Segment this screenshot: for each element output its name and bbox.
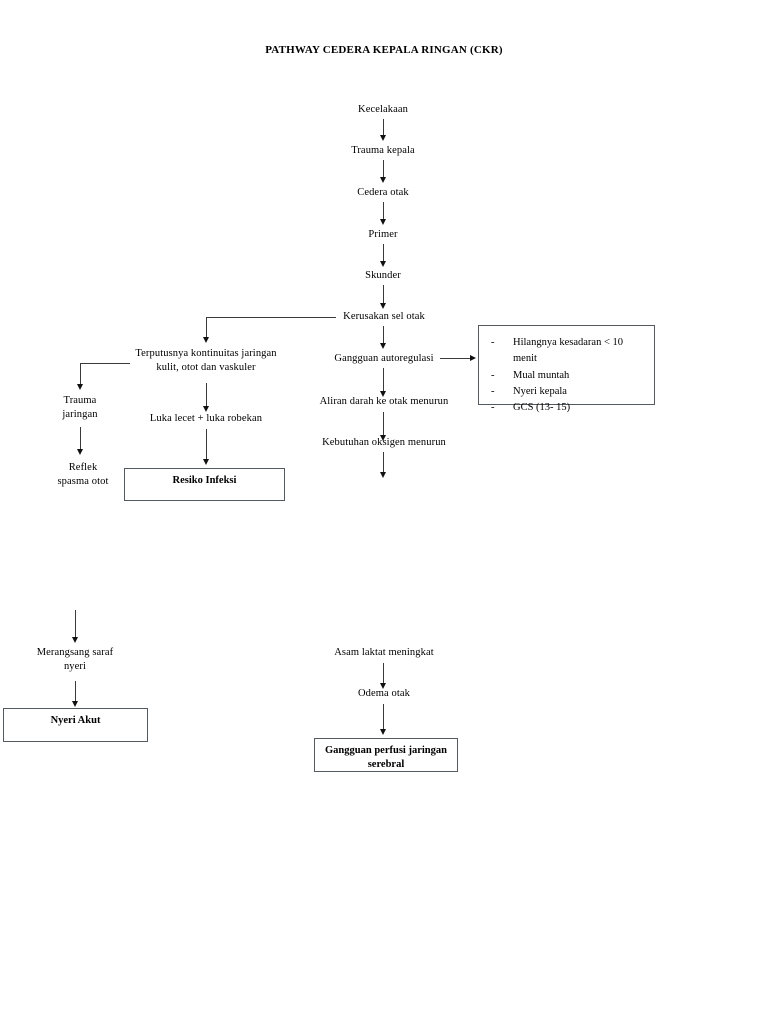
node-reflek-spasma-otot: Reflek spasma otot [57,462,109,488]
arrowhead-gangguan-perfusi [379,729,386,735]
arrowhead-odema-otak [379,683,386,689]
connector-terputusnya-trauma-horizontal [80,363,130,364]
symptom-item: - GCS (13- 15) [491,400,644,416]
symptom-item: - Mual muntah [491,368,644,384]
connector-merangsang-nyeri [75,681,76,703]
connector-cedera-primer [383,202,384,221]
outcome-box-gangguan-perfusi: Gangguan perfusi jaringan serebral [314,738,458,772]
connector-skunder-kerusakan [383,285,384,305]
arrowhead-luka-lecet [202,406,209,412]
symptom-text: Hilangnya kesadaran < 10 menit [513,337,624,365]
node-kebutuhan-oksigen: Kebutuhan oksigen menurun [322,437,446,448]
arrowhead-trauma-cedera [379,177,386,183]
arrowhead-resiko-infeksi [202,459,209,465]
node-merangsang-saraf: Merangsang saraf nyeri [36,647,114,673]
connector-trauma-reflek [80,427,81,451]
arrowhead-branch-terputusnya [202,337,209,343]
node-trauma-kepala: Trauma kepala [351,145,415,156]
connector-kecelakaan-trauma [383,119,384,137]
connector-luka-resiko [206,429,207,460]
connector-kerusakan-gangguan [383,326,384,345]
arrowhead-cedera-primer [379,219,386,225]
arrowhead-merangsang-saraf [71,637,78,643]
node-aliran-darah: Aliran darah ke otak menurun [319,396,449,407]
page-title: PATHWAY CEDERA KEPALA RINGAN (CKR) [265,44,503,56]
node-asam-laktat: Asam laktat meningkat [334,647,434,658]
node-kerusakan-sel-otak: Kerusakan sel otak [343,311,425,322]
arrowhead-skunder-kerusakan [379,303,386,309]
arrowhead-nyeri-akut [71,701,78,707]
symptom-text: Nyeri kepala [513,385,567,397]
arrowhead-gangguan-autoregulasi [379,343,386,349]
arrowhead-reflek-spasma [76,449,83,455]
node-trauma-jaringan: Trauma jaringan [62,395,98,421]
arrowhead-symptoms-box [470,354,476,361]
outcome-box-resiko-infeksi: Resiko Infeksi [124,468,285,501]
connector-terputusnya-trauma-down [80,363,81,386]
list-bullet: - [491,385,495,397]
node-luka-lecet: Luka lecet + luka robekan [149,413,263,424]
symptom-text: Mual muntah [513,369,570,381]
connector-stub-merangsang [75,610,76,638]
connector-kerusakan-branch-horizontal [206,317,336,318]
symptom-item: - Nyeri kepala [491,384,644,400]
outcome-label-resiko-infeksi: Resiko Infeksi [172,475,237,486]
outcome-box-nyeri-akut: Nyeri Akut [3,708,148,742]
arrowhead-primer-skunder [379,261,386,267]
node-skunder: Skunder [365,270,401,281]
connector-aliran-kebutuhan [383,412,384,437]
connector-odema-perfusi [383,704,384,731]
connector-kerusakan-branch-down [206,317,207,339]
node-cedera-otak: Cedera otak [357,187,409,198]
node-primer: Primer [368,229,398,240]
list-bullet: - [491,402,495,414]
arrowhead-kecelakaan-trauma [379,135,386,141]
node-kecelakaan: Kecelakaan [358,104,408,115]
connector-gangguan-symptoms [440,358,472,359]
connector-terputusnya-luka [206,383,207,408]
arrowhead-aliran-darah [379,391,386,397]
arrowhead-kebutuhan-oksigen [379,435,386,441]
node-gangguan-autoregulasi: Gangguan autoregulasi [334,353,434,364]
outcome-label-gangguan-perfusi: Gangguan perfusi jaringan serebral [325,745,447,770]
connector-primer-skunder [383,244,384,263]
list-bullet: - [491,337,495,348]
arrowhead-trauma-jaringan [76,384,83,390]
arrowhead-kebutuhan-stub [379,472,386,478]
list-bullet: - [491,369,495,381]
symptom-list: - Hilangnya kesadaran < 10 menit - Mual mu… [491,335,644,416]
connector-trauma-cedera [383,160,384,179]
connector-asam-odema [383,663,384,685]
connector-gangguan-aliran [383,368,384,393]
outcome-label-nyeri-akut: Nyeri Akut [50,715,101,726]
symptom-item: - Hilangnya kesadaran < 10 menit [491,335,644,368]
node-odema-otak: Odema otak [357,688,411,699]
symptom-list-box: - Hilangnya kesadaran < 10 menit - Mual mu… [478,325,655,413]
connector-kebutuhan-stub [383,452,384,474]
node-terputusnya-kontinuitas: Terputusnya kontinuitas jaringan kulit, … [135,348,277,374]
symptom-text: GCS (13- 15) [513,402,571,414]
